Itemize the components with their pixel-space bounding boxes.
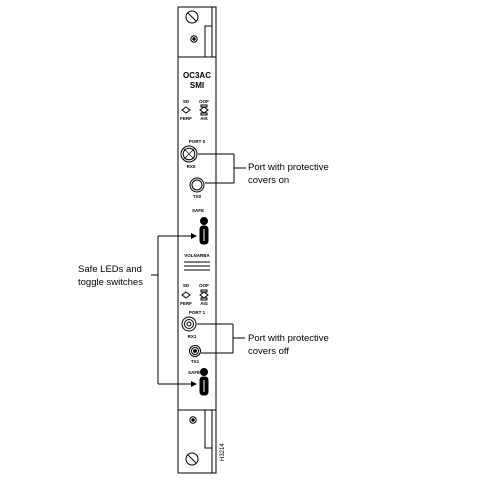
figure-id: H3214 bbox=[220, 443, 226, 461]
rx0-label: RX0 bbox=[187, 164, 196, 169]
port-0-tx-connector bbox=[189, 177, 205, 193]
callout-leader-covers-off bbox=[197, 323, 245, 354]
warning-label: VOLNARBA bbox=[184, 253, 210, 258]
card-model-line1: OC3AC bbox=[183, 71, 211, 80]
callout-safe-leds-line2: toggle switches bbox=[78, 277, 143, 288]
top-screw-small bbox=[190, 35, 198, 43]
callout-covers-off-line2: covers off bbox=[248, 346, 290, 357]
port-0-rx-connector bbox=[180, 145, 198, 163]
top-screw bbox=[185, 10, 199, 24]
tx1-label: TX1 bbox=[191, 359, 200, 364]
upper-led-indicators bbox=[181, 104, 209, 116]
safe-label-bottom: SAFE bbox=[188, 370, 200, 375]
lower-led-indicators bbox=[181, 289, 209, 301]
lower-led-label-ferf: FERF bbox=[180, 301, 192, 306]
callout-leader-covers-on bbox=[198, 153, 246, 184]
rx1-label: RX1 bbox=[188, 334, 197, 339]
card-faceplate bbox=[177, 6, 217, 474]
safe-label-top: SAFE bbox=[192, 208, 204, 213]
callout-safe-leds: Safe LEDs and toggle switches bbox=[78, 263, 143, 289]
port-1-tx-connector bbox=[189, 345, 201, 357]
card-model-line2: SMI bbox=[190, 81, 204, 90]
lower-led-label-sd: SD bbox=[183, 283, 190, 288]
bottom-ejector bbox=[178, 409, 216, 473]
top-ejector bbox=[178, 7, 216, 58]
safe-toggle-switch-top bbox=[199, 217, 209, 245]
upper-led-label-ferf: FERF bbox=[180, 116, 192, 121]
callout-covers-on-line1: Port with protective bbox=[248, 162, 329, 173]
upper-led-label-sd: SD bbox=[183, 99, 190, 104]
port-1-rx-connector bbox=[181, 316, 197, 332]
lower-led-label-ais: AIS bbox=[200, 301, 208, 306]
bottom-screw bbox=[185, 452, 199, 466]
callout-leader-safe-leds bbox=[151, 235, 194, 385]
warning-label-rules bbox=[184, 261, 210, 271]
tx0-label: TX0 bbox=[193, 194, 202, 199]
port-0-label: PORT 0 bbox=[189, 139, 206, 144]
upper-led-label-oof: OOF bbox=[199, 99, 209, 104]
callout-covers-on: Port with protective covers on bbox=[248, 161, 329, 187]
upper-led-label-ais: AIS bbox=[200, 116, 208, 121]
lower-led-label-oof: OOF bbox=[199, 283, 209, 288]
callout-safe-leds-line1: Safe LEDs and bbox=[78, 264, 142, 275]
safe-toggle-switch-bottom bbox=[199, 368, 209, 396]
bottom-screw-small bbox=[189, 416, 197, 424]
callout-covers-off-line1: Port with protective bbox=[248, 333, 329, 344]
callout-covers-on-line2: covers on bbox=[248, 175, 290, 186]
port-1-label: PORT 1 bbox=[189, 310, 206, 315]
callout-covers-off: Port with protective covers off bbox=[248, 332, 329, 358]
